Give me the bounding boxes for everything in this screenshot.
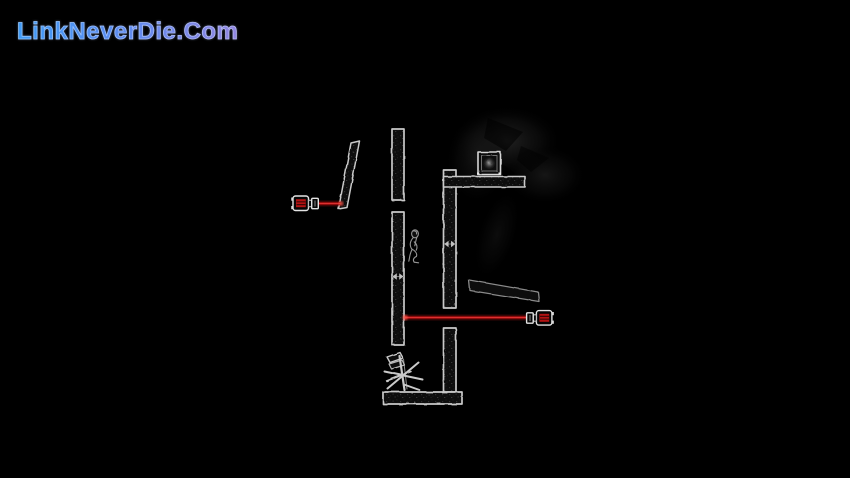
- laser-impact-left: [338, 201, 344, 206]
- laser-beam-right: [402, 314, 527, 321]
- lasers-and-turrets: [291, 194, 554, 327]
- laser-impact-right: [402, 314, 408, 321]
- slanted-bar-left: [337, 140, 361, 210]
- background-smoke: [445, 105, 587, 282]
- laser-beam-left: [318, 200, 344, 207]
- crate-corner-dot: [498, 172, 501, 175]
- watermark-logo: LinkNeverDie.Com: [17, 18, 239, 46]
- wall-left-lower: [391, 211, 405, 346]
- debris-scribble: [383, 351, 424, 392]
- floor-platform: [382, 391, 463, 405]
- wall-right-lower: [442, 327, 457, 393]
- slanted-platform-right: [468, 279, 540, 303]
- wall-right-upper: [442, 169, 457, 309]
- crate-corner-dot: [477, 172, 480, 175]
- player-character: [408, 229, 420, 264]
- turret-core: [296, 199, 306, 208]
- turret-core: [539, 313, 550, 322]
- ledge-platform: [442, 175, 526, 188]
- laser-turret-right: [525, 309, 554, 327]
- level-structures: [337, 128, 540, 405]
- wall-left-upper: [391, 128, 405, 201]
- crate-box: [477, 151, 502, 176]
- laser-turret-left: [291, 194, 320, 212]
